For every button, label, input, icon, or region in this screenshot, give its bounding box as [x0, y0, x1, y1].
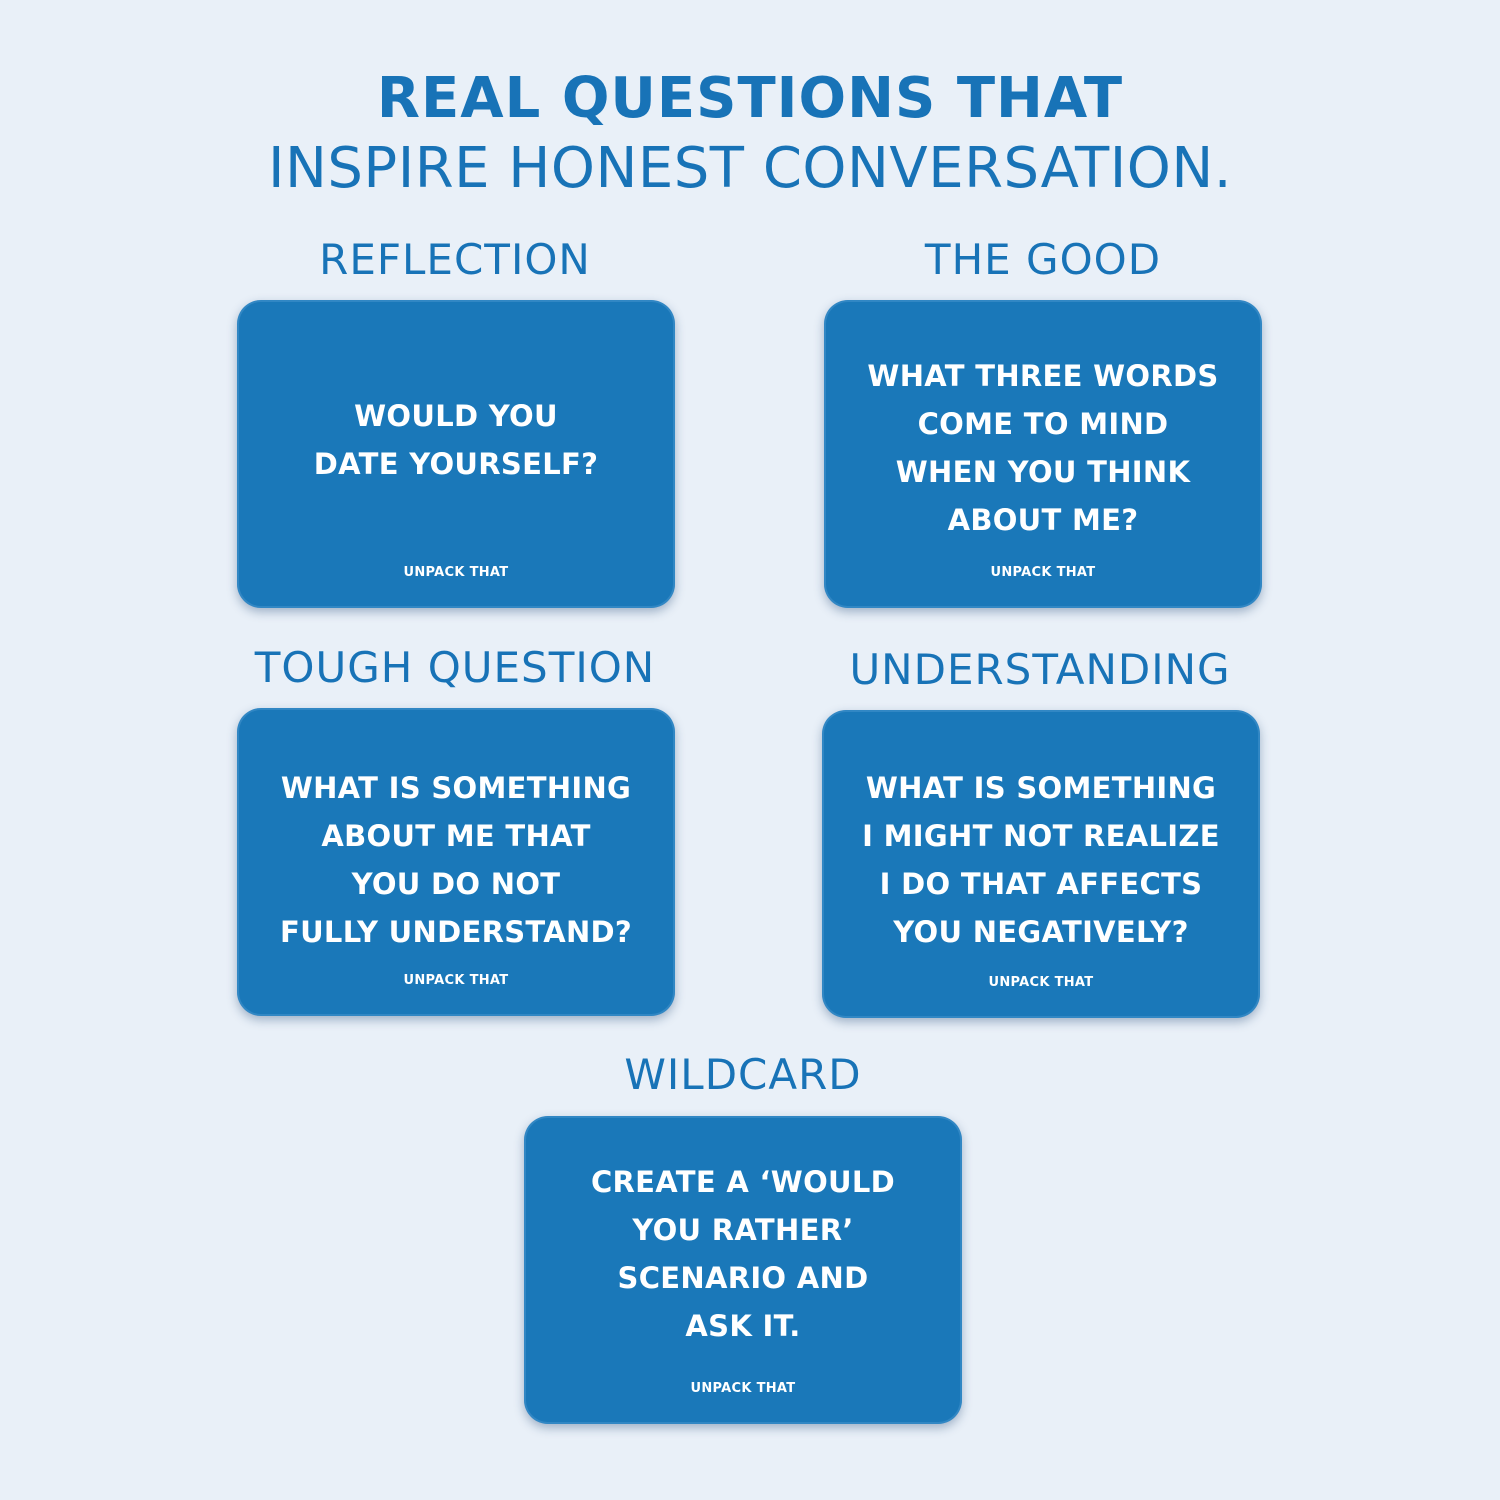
- category-label-tough-question: TOUGH QUESTION: [254, 643, 656, 692]
- card-brand-text: UNPACK THAT: [988, 975, 1094, 990]
- category-label-wildcard: WILDCARD: [624, 1050, 862, 1099]
- category-label-the-good: THE GOOD: [924, 235, 1162, 284]
- card-brand-text: UNPACK THAT: [690, 1381, 796, 1396]
- card-question-text: WHAT THREE WORDS COME TO MIND WHEN YOU T…: [867, 359, 1219, 537]
- headline-secondary: INSPIRE HONEST CONVERSATION.: [267, 136, 1233, 201]
- category-label-reflection: REFLECTION: [319, 235, 591, 284]
- headline-primary: REAL QUESTIONS THAT: [376, 66, 1124, 131]
- card-question-text: WHAT IS SOMETHING I MIGHT NOT REALIZE I …: [862, 771, 1220, 949]
- card-question-text: CREATE A ‘WOULD YOU RATHER’ SCENARIO AND…: [590, 1165, 896, 1343]
- question-card-the-good: WHAT THREE WORDS COME TO MIND WHEN YOU T…: [824, 300, 1262, 608]
- card-question-text: WHAT IS SOMETHING ABOUT ME THAT YOU DO N…: [279, 771, 633, 949]
- question-card-understanding: WHAT IS SOMETHING I MIGHT NOT REALIZE I …: [822, 710, 1260, 1018]
- question-card-tough-question: WHAT IS SOMETHING ABOUT ME THAT YOU DO N…: [237, 708, 675, 1016]
- card-question-text: WOULD YOU DATE YOURSELF?: [313, 399, 599, 481]
- card-brand-text: UNPACK THAT: [403, 565, 509, 580]
- question-card-wildcard: CREATE A ‘WOULD YOU RATHER’ SCENARIO AND…: [524, 1116, 962, 1424]
- category-label-understanding: UNDERSTANDING: [849, 645, 1231, 694]
- card-brand-text: UNPACK THAT: [403, 973, 509, 988]
- card-brand-text: UNPACK THAT: [990, 565, 1096, 580]
- question-card-reflection: WOULD YOU DATE YOURSELF? UNPACK THAT: [237, 300, 675, 608]
